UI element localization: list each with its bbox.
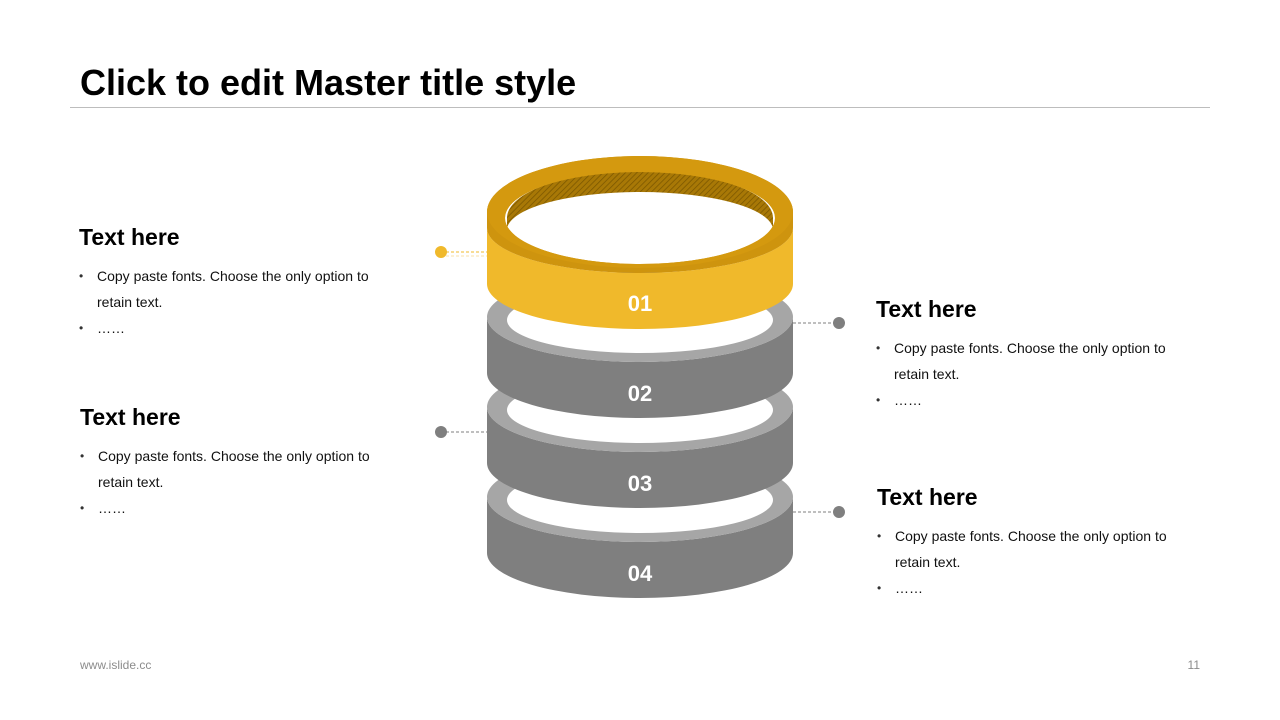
page-number: 11 [1187, 658, 1200, 672]
bullet-item: …… [877, 575, 1197, 601]
connector-01 [435, 246, 487, 258]
bullet-item: Copy paste fonts. Choose the only option… [877, 523, 1197, 575]
ring-02: 02 [487, 272, 793, 418]
ring-04: 04 [487, 452, 793, 598]
text-block-04: Text here Copy paste fonts. Choose the o… [877, 483, 1197, 601]
ring-01: 01 [487, 156, 793, 329]
bullet-item: Copy paste fonts. Choose the only option… [876, 335, 1196, 387]
title-divider [70, 107, 1210, 108]
block-02-heading: Text here [876, 296, 977, 322]
bullet-item: …… [80, 495, 400, 521]
bullet-item: Copy paste fonts. Choose the only option… [79, 263, 399, 315]
text-block-03: Text here Copy paste fonts. Choose the o… [80, 403, 400, 521]
ring-02-label: 02 [628, 381, 652, 406]
block-01-bullets: Copy paste fonts. Choose the only option… [79, 263, 399, 341]
connector-02 [793, 317, 845, 329]
slide-title: Click to edit Master title style [80, 62, 577, 103]
block-04-bullets: Copy paste fonts. Choose the only option… [877, 523, 1197, 601]
bullet-item: …… [79, 315, 399, 341]
block-04-heading: Text here [877, 484, 978, 510]
block-03-heading: Text here [80, 404, 181, 430]
bullet-item: Copy paste fonts. Choose the only option… [80, 443, 400, 495]
text-block-01: Text here Copy paste fonts. Choose the o… [79, 223, 399, 341]
footer-url[interactable]: www.islide.cc [80, 658, 152, 672]
ring-03: 03 [487, 362, 793, 508]
connector-03 [435, 426, 487, 438]
ring-04-label: 04 [628, 561, 653, 586]
text-block-02: Text here Copy paste fonts. Choose the o… [876, 295, 1196, 413]
block-02-bullets: Copy paste fonts. Choose the only option… [876, 335, 1196, 413]
ring-03-label: 03 [628, 471, 652, 496]
block-03-bullets: Copy paste fonts. Choose the only option… [80, 443, 400, 521]
connector-04 [793, 506, 845, 518]
block-01-heading: Text here [79, 224, 180, 250]
ring-01-label: 01 [628, 291, 652, 316]
bullet-item: …… [876, 387, 1196, 413]
